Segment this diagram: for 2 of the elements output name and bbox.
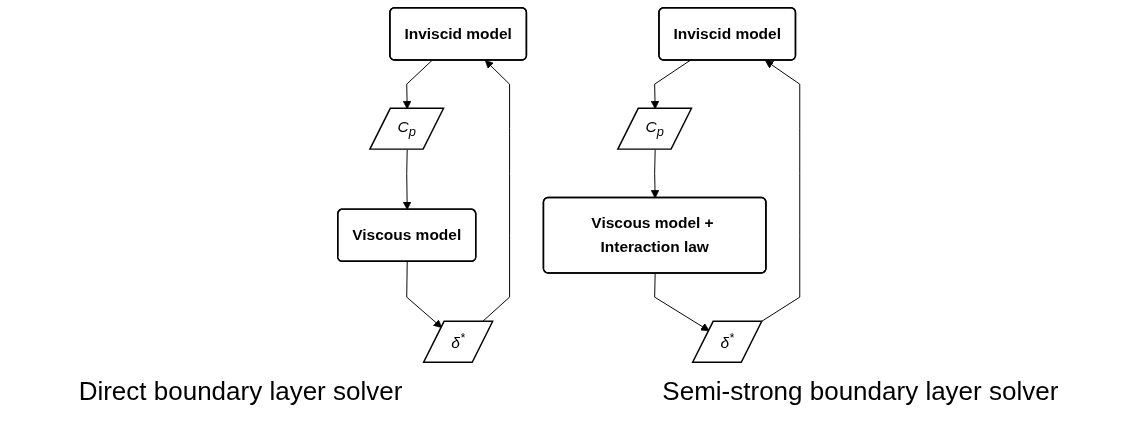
caption: Semi-strong boundary layer solver bbox=[662, 376, 1059, 407]
caption: Direct boundary layer solver bbox=[78, 376, 403, 407]
